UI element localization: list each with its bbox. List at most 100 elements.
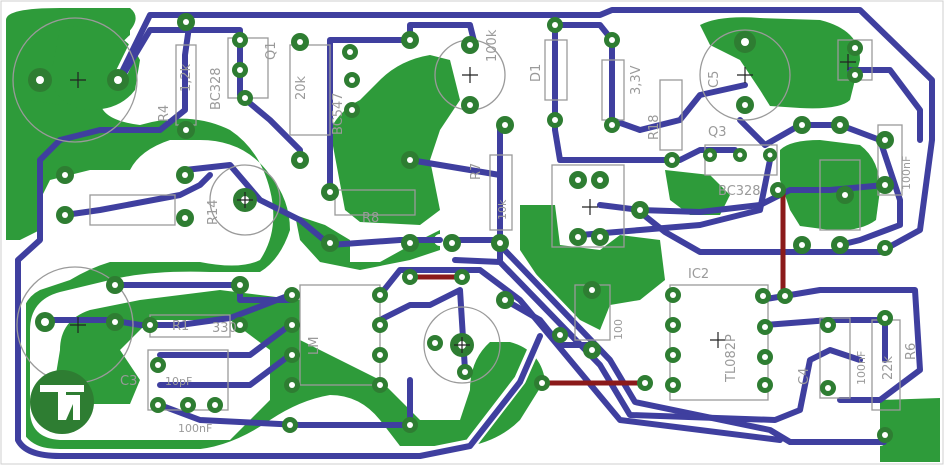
pad (150, 357, 166, 373)
pad (284, 347, 300, 363)
pad (237, 90, 253, 106)
pad (763, 148, 777, 162)
trace-left-low (37, 292, 293, 328)
pad (106, 276, 124, 294)
trace-top-outer (115, 7, 935, 255)
label-bc547: BC547 (331, 92, 346, 135)
pad (757, 319, 773, 335)
pad (820, 380, 836, 396)
label-c4: C4 (797, 368, 812, 385)
lm-ic-outline (299, 284, 381, 386)
pad (443, 234, 461, 252)
pad (877, 310, 893, 326)
label-330: 330 (212, 321, 237, 336)
xtal-outline (551, 164, 625, 248)
label-r6-value: 22k (881, 355, 896, 380)
pad (847, 67, 863, 83)
pad (757, 349, 773, 365)
pad (344, 102, 360, 118)
pad (232, 32, 248, 48)
pad (547, 112, 563, 128)
label-q3: Q3 (708, 125, 727, 140)
copper-region-bottom-right (880, 398, 940, 462)
label-tl082: TL082P (724, 334, 739, 383)
d1-outline (544, 39, 568, 101)
trace-top-mid (547, 22, 748, 133)
copper-region-midbottom (295, 215, 440, 270)
label-100nf-c: 100nF (178, 422, 212, 435)
pad (496, 291, 514, 309)
trace-ic2-left-2 (452, 257, 863, 423)
pad (569, 228, 587, 246)
label-r6: R6 (904, 343, 919, 360)
pad (534, 375, 550, 391)
pads (28, 13, 894, 443)
pad (637, 375, 653, 391)
copper-region-center-right (520, 205, 665, 330)
100nf-right-outline (877, 124, 903, 196)
trace-bottom (157, 377, 413, 428)
pad (372, 287, 388, 303)
pad (28, 68, 52, 92)
label-bc328-b: BC328 (718, 184, 761, 199)
copper-region-left (6, 8, 545, 450)
pad (547, 17, 563, 33)
c4-outline (819, 317, 851, 399)
label-100k: 100k (485, 29, 500, 62)
pad (284, 377, 300, 393)
pad (552, 327, 568, 343)
left-mid-part-outline (89, 194, 176, 226)
trace-left-mid (62, 172, 213, 218)
pad (583, 281, 601, 299)
pad (142, 317, 158, 333)
label-c3: C3 (120, 374, 137, 389)
pad (820, 317, 836, 333)
pad (177, 121, 195, 139)
pad (401, 234, 419, 252)
copper-region-center (330, 55, 460, 225)
pad (831, 116, 849, 134)
label-c5: C5 (707, 71, 722, 88)
pad (461, 36, 479, 54)
label-r7-value: 10k (496, 199, 509, 220)
label-d1: D1 (529, 64, 544, 82)
pad (664, 152, 680, 168)
pad (831, 236, 849, 254)
trace-ic-lm-2 (157, 322, 293, 358)
label-33v: 3,3V (629, 65, 644, 95)
pad (877, 427, 893, 443)
pad (591, 228, 609, 246)
pad (232, 62, 248, 78)
pad (232, 317, 248, 333)
pad (736, 96, 754, 114)
pad (770, 182, 786, 198)
label-20k: 20k (294, 75, 309, 100)
pad (757, 377, 773, 393)
pad (755, 288, 771, 304)
trace-center-loop (377, 287, 468, 373)
pad (402, 417, 418, 433)
label-r7: R7 (469, 163, 484, 180)
pad (665, 377, 681, 393)
pad (583, 341, 601, 359)
r14-pot-outline (209, 164, 281, 236)
pad (180, 397, 196, 413)
pad (402, 269, 418, 285)
pad (56, 166, 74, 184)
pad (793, 116, 811, 134)
pad (372, 377, 388, 393)
pad (665, 317, 681, 333)
pad (291, 33, 309, 51)
c5-outline (699, 29, 791, 121)
pad (106, 313, 124, 331)
pad (703, 148, 717, 162)
pad (291, 151, 309, 169)
pad (461, 96, 479, 114)
pad (836, 186, 854, 204)
trace-q3-down (577, 157, 773, 238)
trace-r14 (182, 162, 443, 248)
label-100nf-a: 100nF (855, 351, 868, 385)
label-r18: R18 (647, 114, 662, 140)
